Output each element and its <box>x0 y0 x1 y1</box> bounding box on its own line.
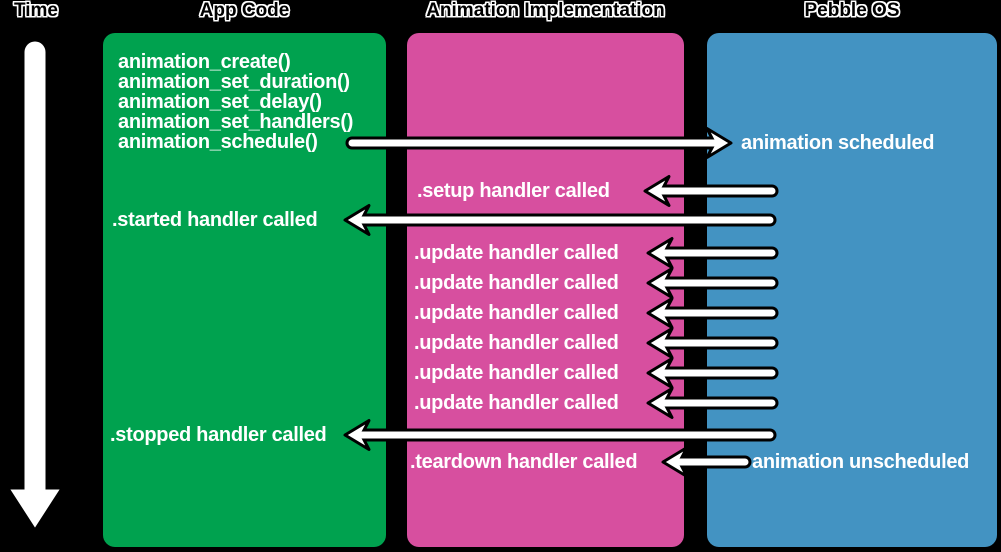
animation-implementation-lane <box>407 33 684 547</box>
update-handler-label: .update handler called <box>414 242 619 264</box>
animation-unscheduled-label: animation unscheduled <box>752 451 970 473</box>
api-call: animation_create() <box>118 51 291 73</box>
app-code-column-title: App Code <box>199 0 290 21</box>
stopped-handler-label: .stopped handler called <box>110 424 327 446</box>
started-handler-label: .started handler called <box>112 209 318 231</box>
update-handler-label: .update handler called <box>414 392 619 414</box>
update-handler-label: .update handler called <box>414 302 619 324</box>
pebble-os-lane <box>707 33 997 547</box>
time-down-arrow-icon <box>0 35 70 538</box>
update-handler-label: .update handler called <box>414 272 619 294</box>
animation-scheduled-label: animation scheduled <box>741 132 935 154</box>
animation-implementation-column-title: Animation Implementation <box>426 0 665 21</box>
time-axis-title: Time <box>13 0 58 21</box>
update-handler-label: .update handler called <box>414 332 619 354</box>
api-call: animation_set_delay() <box>118 91 322 113</box>
app-code-lane <box>103 33 386 547</box>
api-call: animation_set_duration() <box>118 71 350 93</box>
update-handler-label: .update handler called <box>414 362 619 384</box>
api-call-list: animation_create() animation_set_duratio… <box>118 52 353 152</box>
api-call: animation_set_handlers() <box>118 111 354 133</box>
teardown-handler-label: .teardown handler called <box>410 451 638 473</box>
pebble-os-column-title: Pebble OS <box>804 0 900 21</box>
api-call: animation_schedule() <box>118 131 318 153</box>
setup-handler-label: .setup handler called <box>417 180 610 202</box>
